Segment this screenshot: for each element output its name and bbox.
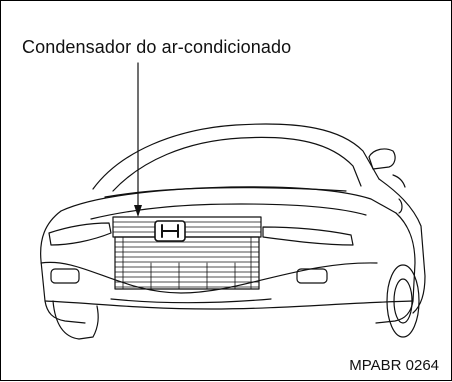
headlight-left: [48, 222, 112, 246]
headlight-right: [262, 226, 354, 246]
lower-bumper: [44, 300, 414, 310]
hood-crease: [90, 203, 367, 220]
wheel-left: [52, 300, 99, 340]
front-bumper: [40, 261, 378, 294]
lower-intake: [110, 298, 272, 304]
windshield: [112, 136, 362, 192]
callout-arrowhead: [134, 205, 142, 217]
door-detail: [398, 198, 403, 214]
fog-light-right: [296, 268, 328, 284]
car-roof-outline: [92, 123, 380, 190]
side-mirror: [368, 148, 396, 170]
figure-code: MPABR 0264: [349, 357, 439, 374]
condenser-callout-label: Condensador do ar-condicionado: [22, 37, 292, 57]
condenser-core: [114, 236, 260, 290]
right-flank: [378, 178, 426, 314]
hood-outline: [60, 186, 397, 214]
condenser-verticals: [122, 236, 252, 290]
fog-light-left: [50, 268, 80, 284]
grille-slats: [112, 221, 262, 288]
wheel-right: [386, 264, 420, 338]
